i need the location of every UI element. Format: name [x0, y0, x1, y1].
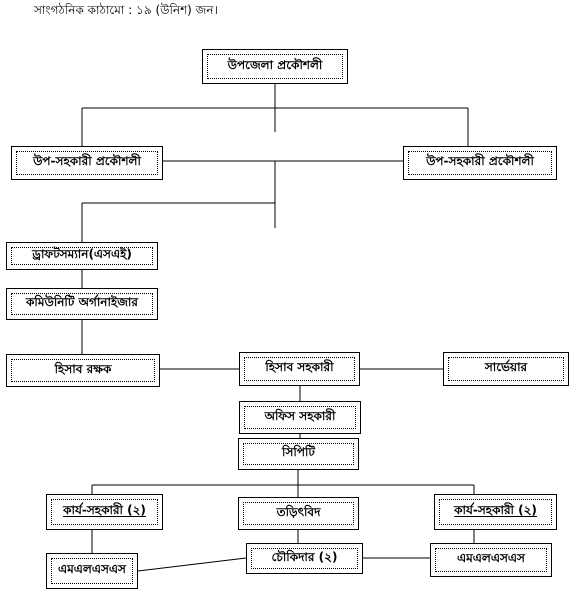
node-mlss-left: এমএলএসএস [46, 553, 138, 589]
node-upazila-engineer: উপজেলা প্রকৌশলী [202, 49, 348, 84]
node-accountant: হিসাব রক্ষক [6, 354, 160, 387]
node-label: এমএলএসএস [457, 551, 525, 565]
node-guard: চৌকিদার (২) [246, 543, 363, 574]
node-label: উপ-সহকারী প্রকৌশলী [426, 154, 534, 168]
node-label: অফিস সহকারী [264, 408, 336, 423]
node-label: উপজেলা প্রকৌশলী [227, 57, 323, 72]
node-work-assistant-right: কার্য-সহকারী (২) [434, 494, 557, 530]
node-label: সিপিটি [282, 445, 315, 459]
structure-caption: সাংগঠনিক কাঠামো : ১৯ (উনিশ) জন। [34, 3, 218, 17]
node-label: উপ-সহকারী প্রকৌশলী [33, 154, 141, 168]
node-label: কমিউনিটি অর্গানাইজার [25, 295, 139, 309]
node-mlss-right: এমএলএসএস [430, 543, 552, 577]
node-label: কার্য-সহকারী (২) [454, 503, 537, 517]
node-label: ড্রাফটসম্যান(এসএই) [32, 247, 132, 261]
node-sub-asst-engineer-right: উপ-সহকারী প্রকৌশলী [403, 146, 557, 180]
node-community-organizer: কমিউনিটি অর্গানাইজার [6, 288, 158, 320]
node-label: চৌকিদার (২) [271, 549, 338, 564]
node-sub-asst-engineer-left: উপ-সহকারী প্রকৌশলী [11, 146, 163, 180]
node-label: হিসাব সহকারী [265, 360, 334, 374]
node-surveyor: সার্ভেয়ার [443, 352, 569, 386]
node-accounts-assistant: হিসাব সহকারী [239, 352, 360, 386]
node-label: হিসাব রক্ষক [54, 361, 112, 376]
node-label: সার্ভেয়ার [484, 360, 528, 374]
node-label: কার্য-সহকারী (২) [63, 503, 146, 517]
node-office-assistant: অফিস সহকারী [239, 401, 361, 434]
node-cpt: সিপিটি [238, 438, 359, 470]
node-draftsman: ড্রাফটসম্যান(এসএই) [6, 242, 158, 270]
node-label: তড়িৎবিদ [276, 504, 321, 519]
node-label: এমএলএসএস [58, 562, 126, 576]
node-work-assistant-left: কার্য-সহকারী (২) [46, 494, 163, 530]
node-electrician: তড়িৎবিদ [238, 497, 359, 530]
